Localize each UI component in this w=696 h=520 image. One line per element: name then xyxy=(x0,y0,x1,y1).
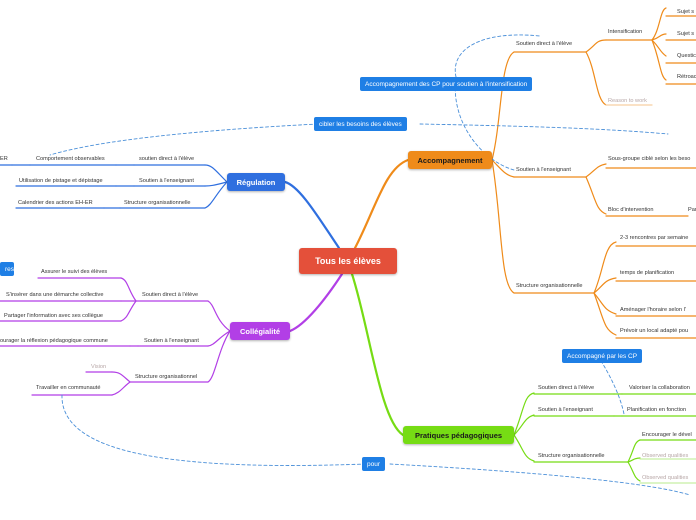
branch-pratiques[interactable]: Pratiques pédagogiques xyxy=(403,426,514,444)
prat-observed-2[interactable]: Observed qualities xyxy=(642,475,689,481)
coll-assurer[interactable]: Assurer le suivi des élèves xyxy=(41,269,108,275)
reg-er-fragment[interactable]: ER xyxy=(0,156,8,162)
acc-par[interactable]: Par xyxy=(688,207,696,213)
coll-res-fragment: res xyxy=(5,265,15,273)
reg-calendrier[interactable]: Calendrier des actions EH-ER xyxy=(18,200,93,206)
callout-accompagnement-cp-text: Accompagnement des CP pour soutien à l'i… xyxy=(365,80,528,88)
coll-inserer[interactable]: S'insérer dans une démarche collective xyxy=(6,292,104,298)
callout-pour[interactable]: pour xyxy=(362,457,386,471)
reg-soutien-direct[interactable]: soutien direct à l'élève xyxy=(139,156,195,162)
acc-sujet-2[interactable]: Sujet s xyxy=(677,31,695,37)
acc-temps[interactable]: temps de planification xyxy=(620,270,675,276)
coll-vision[interactable]: Vision xyxy=(91,364,107,370)
acc-reason[interactable]: Reason to work xyxy=(608,98,647,104)
prat-observed-1[interactable]: Observed qualities xyxy=(642,453,689,459)
relationship-links xyxy=(49,34,691,496)
acc-sous-groupe[interactable]: Sous-groupe ciblé selon les beso xyxy=(608,156,691,162)
prat-encourager-dev[interactable]: Encourager le dével xyxy=(642,432,692,438)
acc-soutien-direct[interactable]: Soutien direct à l'élève xyxy=(516,41,573,47)
acc-amenager[interactable]: Aménager l'horaire selon l' xyxy=(620,307,686,313)
prat-valoriser[interactable]: Valoriser la collaboration xyxy=(629,385,690,391)
reg-comportement[interactable]: Comportement observables xyxy=(36,156,105,162)
coll-soutien-direct[interactable]: Soutien direct à l'élève xyxy=(142,292,199,298)
reg-structure[interactable]: Structure organisationnelle xyxy=(124,200,191,206)
acc-local[interactable]: Prévoir un local adapté pou xyxy=(620,328,689,334)
coll-res-callout[interactable]: res xyxy=(0,262,14,276)
coll-soutien-enseignant[interactable]: Soutien à l'enseignant xyxy=(144,338,199,344)
acc-rencontres[interactable]: 2-3 rencontres par semaine xyxy=(620,235,689,241)
prat-soutien-enseignant[interactable]: Soutien à l'enseignant xyxy=(538,407,593,413)
acc-questic[interactable]: Questic xyxy=(677,53,696,59)
callout-pour-text: pour xyxy=(367,460,381,468)
coll-partager[interactable]: Partager l'information avec ses collègue xyxy=(4,313,104,319)
regulation-connectors xyxy=(0,164,341,250)
acc-structure[interactable]: Structure organisationnelle xyxy=(516,283,583,289)
central-topic[interactable]: Tous les élèves xyxy=(299,248,397,274)
callout-accompagne-cp-text: Accompagné par les CP xyxy=(567,352,638,360)
collegialite-connectors xyxy=(0,272,344,396)
prat-structure[interactable]: Structure organisationnelle xyxy=(538,453,605,459)
callout-cibler-text: cibler les besoins des élèves xyxy=(319,120,402,128)
branch-regulation[interactable]: Régulation xyxy=(227,173,285,191)
callout-accompagne-cp[interactable]: Accompagné par les CP xyxy=(562,349,643,363)
acc-sujet-1[interactable]: Sujet s xyxy=(677,9,695,15)
acc-bloc[interactable]: Bloc d'intervention xyxy=(608,207,654,213)
prat-soutien-direct[interactable]: Soutien direct à l'élève xyxy=(538,385,595,391)
reg-soutien-enseignant[interactable]: Soutien à l'enseignant xyxy=(139,178,194,184)
callout-cibler[interactable]: cibler les besoins des élèves xyxy=(314,117,407,131)
coll-encourager[interactable]: ourager la réflexion pédagogique commune xyxy=(0,338,108,344)
acc-retroac[interactable]: Rétroac xyxy=(677,74,696,80)
branch-collegialite[interactable]: Collégialité xyxy=(230,322,290,340)
accompagnement-connectors xyxy=(353,7,696,339)
reg-utilisation[interactable]: Utilisation de pistage et dépistage xyxy=(19,178,103,184)
coll-structure[interactable]: Structure organisationnel xyxy=(135,374,198,380)
coll-travailler[interactable]: Travailler en communauté xyxy=(36,385,101,391)
acc-soutien-enseignant[interactable]: Soutien à l'enseignant xyxy=(516,167,571,173)
branch-accompagnement[interactable]: Accompagnement xyxy=(408,151,492,169)
pratiques-connectors xyxy=(350,272,696,484)
prat-planification[interactable]: Planification en fonction xyxy=(627,407,687,413)
acc-intensification[interactable]: Intensification xyxy=(608,29,643,35)
callout-accompagnement-cp[interactable]: Accompagnement des CP pour soutien à l'i… xyxy=(360,77,533,91)
